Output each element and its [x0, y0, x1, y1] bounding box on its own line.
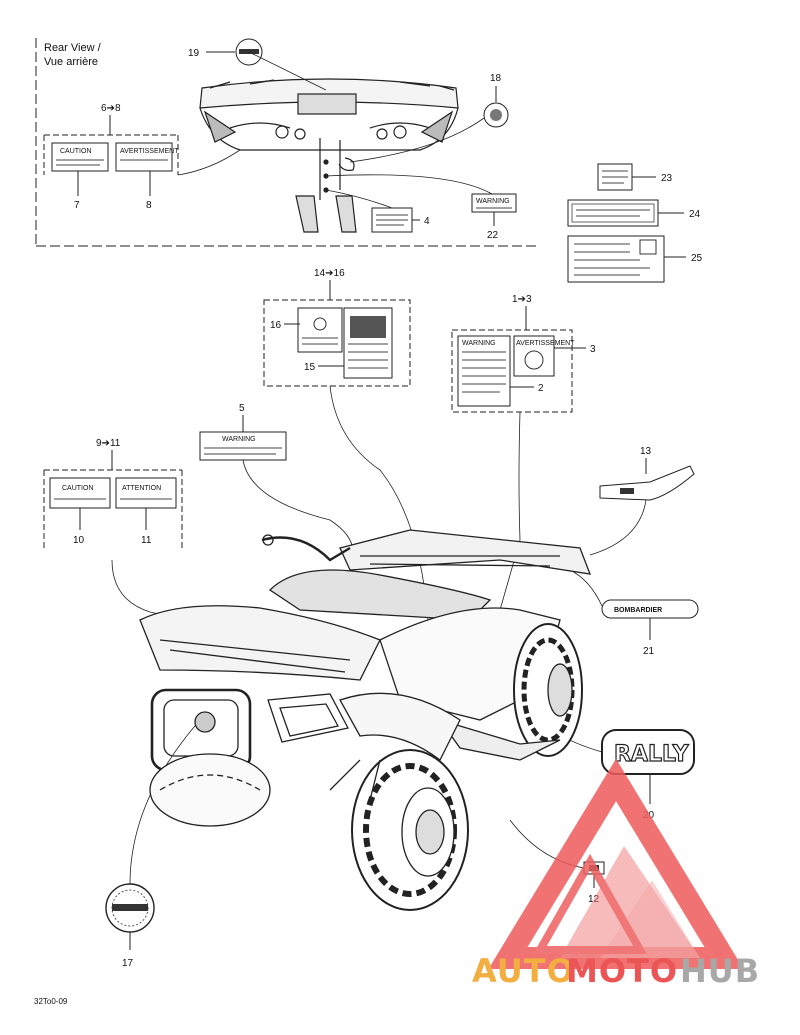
decal-5-text: WARNING	[222, 436, 256, 443]
decal-20-text: RALLY	[614, 742, 690, 767]
vehicle-rear-drawing	[199, 78, 459, 233]
callout-18: 18	[490, 73, 502, 84]
decals-9-11: 9➔11 CAUTION ATTENTION 10 11	[43, 438, 206, 641]
callout-17: 17	[122, 958, 134, 969]
callout-25: 25	[691, 253, 703, 264]
callout-14to16: 14➔16	[314, 268, 345, 279]
decals-1-3: 1➔3 WARNING AVERTISSEMENT 3 2	[451, 294, 596, 611]
watermark-logo-icon	[488, 758, 744, 969]
callout-7: 7	[74, 200, 80, 211]
decal-21-group: BOMBARDIER 21	[569, 569, 699, 657]
decal-17-group: 17	[105, 719, 201, 969]
watermark: AUTO MOTO HUB	[472, 758, 760, 990]
callout-10: 10	[73, 535, 85, 546]
callout-21: 21	[643, 646, 655, 657]
reference-code: 32To0-09	[34, 997, 68, 1006]
decal-5-group: 5 WARNING	[199, 403, 353, 561]
decal-3	[513, 335, 555, 377]
rear-view-inset: Rear View / Vue arrière 19	[35, 38, 540, 247]
decal-7-text: CAUTION	[60, 148, 92, 155]
callout-19: 19	[188, 48, 200, 59]
callout-2: 2	[538, 383, 544, 394]
decal-11	[115, 477, 177, 509]
decal-8-text: AVERTISSEMENT	[120, 148, 179, 155]
callout-8: 8	[146, 200, 152, 211]
callout-5: 5	[239, 403, 245, 414]
decals-23-25: 23 24 25	[567, 163, 703, 283]
decals-14-16: 14➔16 16 15	[263, 268, 429, 621]
watermark-text-auto: AUTO	[472, 952, 575, 990]
decal-11-text: ATTENTION	[122, 485, 161, 492]
decal-22-text: WARNING	[476, 198, 510, 205]
decal-10	[49, 477, 111, 509]
decal-13-group: 13	[589, 446, 695, 556]
watermark-text-moto: MOTO	[566, 952, 678, 990]
callout-15: 15	[304, 362, 316, 373]
callout-1to3: 1➔3	[512, 294, 532, 305]
callout-6to8: 6➔8	[101, 103, 121, 114]
decal-2-text: WARNING	[462, 340, 496, 347]
callout-16: 16	[270, 320, 282, 331]
decal-21-text: BOMBARDIER	[614, 607, 662, 614]
decal-7	[51, 142, 109, 172]
callout-13: 13	[640, 446, 652, 457]
decal-8	[115, 142, 173, 172]
atv-drawing	[139, 529, 592, 911]
callout-23: 23	[661, 173, 673, 184]
callout-11: 11	[141, 535, 152, 546]
decal-10-text: CAUTION	[62, 485, 94, 492]
callout-24: 24	[689, 209, 701, 220]
decal-2	[457, 335, 511, 407]
rear-view-title-en: Rear View /	[44, 42, 102, 54]
callout-9to11: 9➔11	[96, 438, 121, 449]
callout-3: 3	[590, 344, 596, 355]
watermark-text-hub: HUB	[680, 952, 760, 990]
rear-view-title-fr: Vue arrière	[44, 56, 98, 68]
callout-22: 22	[487, 230, 499, 241]
decal-13	[599, 465, 695, 501]
callout-4: 4	[424, 216, 430, 227]
decal-3-text: AVERTISSEMENT	[516, 340, 575, 347]
